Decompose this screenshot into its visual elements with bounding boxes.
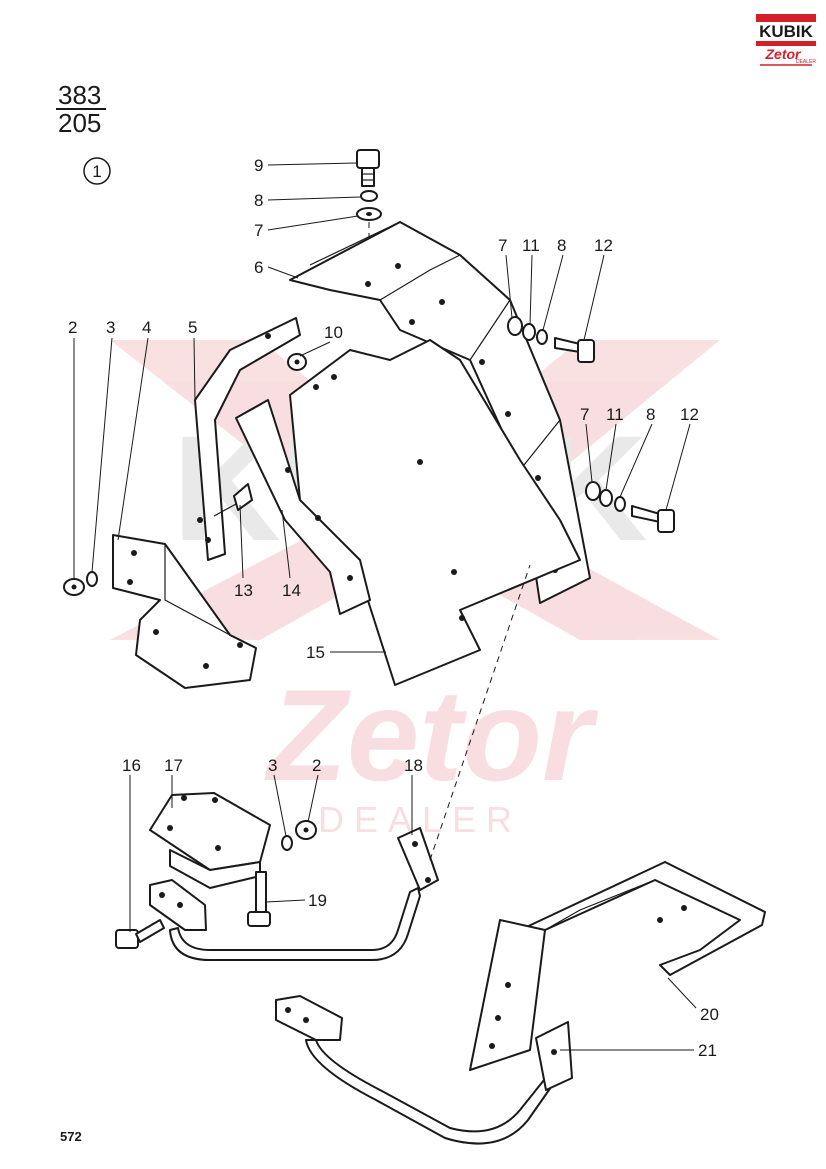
callout-7: 7 (254, 221, 263, 240)
callout-8: 8 (254, 191, 263, 210)
page-denominator: 205 (58, 108, 101, 138)
step-bracket-18 (149, 827, 439, 961)
logo-dealer-text: DEALER (796, 59, 816, 65)
washer-8-top (360, 190, 378, 202)
callout-3-lower: 3 (268, 756, 277, 775)
callout-11-lower: 11 (606, 405, 624, 424)
callout-18: 18 (404, 756, 423, 775)
callout-15: 15 (306, 643, 325, 662)
callout-14: 14 (282, 581, 301, 600)
callout-6: 6 (254, 258, 263, 277)
callout-9: 9 (254, 156, 263, 175)
callout-4: 4 (142, 318, 151, 337)
group-number: 1 (92, 162, 101, 181)
bolt-19 (247, 871, 271, 927)
fastener-stack-upper (507, 316, 595, 363)
nut-2-lower (295, 820, 317, 840)
callout-16: 16 (122, 756, 141, 775)
bolt-9 (356, 149, 380, 187)
logo-red-band (756, 14, 816, 22)
nut-10 (287, 353, 307, 371)
washer-3-lower (281, 835, 293, 851)
callout-20: 20 (700, 1005, 719, 1024)
nut-2-upper (63, 578, 85, 596)
plate-17 (149, 792, 271, 889)
assembly-drawing (63, 149, 766, 1145)
callout-10: 10 (324, 323, 343, 342)
callout-13: 13 (234, 581, 253, 600)
callout-7-upper-right: 7 (498, 236, 507, 255)
logo-red-band-lower (756, 41, 816, 46)
callout-3-upper: 3 (106, 318, 115, 337)
callout-11-upper: 11 (522, 236, 540, 255)
logo-zetor-text: Zetor (765, 46, 803, 62)
kubik-logo: KUBIK Zetor DEALER (756, 14, 816, 66)
step-tube-21 (275, 995, 573, 1145)
callout-12-upper: 12 (594, 236, 613, 255)
watermark-zetor-text: Zetor (264, 662, 599, 808)
callout-labels: 9 8 7 6 7 11 8 12 2 3 4 5 10 7 11 8 12 1… (68, 156, 719, 1060)
callout-2-lower: 2 (312, 756, 321, 775)
leader-lines (73, 162, 697, 1051)
callout-17: 17 (164, 756, 183, 775)
group-number-circle (83, 157, 111, 185)
strap-5 (194, 317, 301, 561)
callout-2-upper: 2 (68, 318, 77, 337)
callout-21: 21 (698, 1041, 717, 1060)
step-bracket-20 (469, 861, 766, 1071)
bolt-13 (213, 483, 253, 517)
logo-kubik-text: KUBIK (759, 22, 814, 41)
callout-19: 19 (308, 891, 327, 910)
angle-bracket-4 (112, 534, 257, 689)
callout-7-lower-right: 7 (580, 405, 589, 424)
callout-12-lower: 12 (680, 405, 699, 424)
bolt-16 (115, 919, 165, 949)
side-plate-14 (235, 399, 371, 615)
callout-8-lower-right: 8 (646, 405, 655, 424)
footer-page-number: 572 (60, 1129, 82, 1144)
washer-3-upper (86, 571, 98, 587)
page-reference: 383 205 1 (56, 80, 111, 185)
page-numerator: 383 (58, 80, 101, 110)
callout-5: 5 (188, 318, 197, 337)
callout-8-upper-right: 8 (557, 236, 566, 255)
